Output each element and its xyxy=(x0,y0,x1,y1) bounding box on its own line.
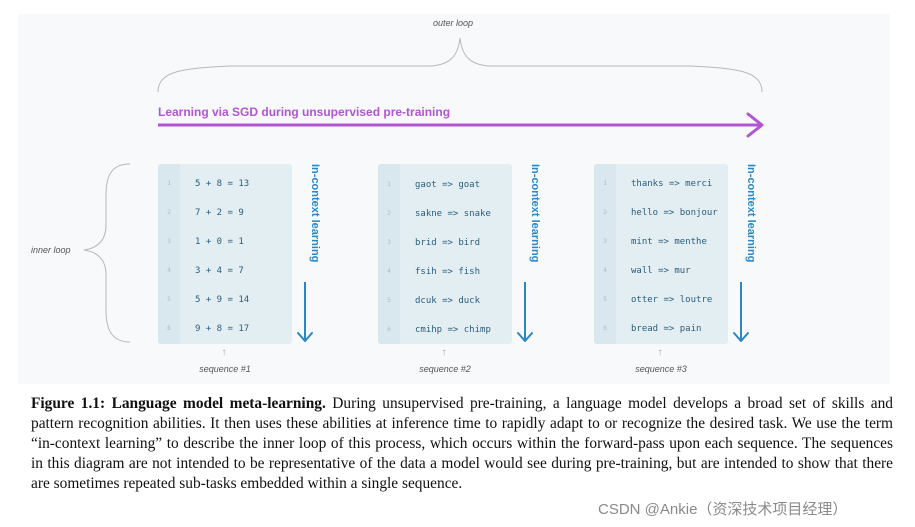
in-context-learning-text: In-context learning xyxy=(529,164,541,263)
sequence-text: fsih => fish xyxy=(415,267,481,277)
sequence-row: 2 hello => bonjour xyxy=(594,205,728,221)
line-number: 5 xyxy=(167,296,171,303)
sequence-row: 5 dcuk => duck xyxy=(378,293,512,309)
sequence-label-2: sequence #2 xyxy=(419,364,471,374)
sequence-text: cmihp => chimp xyxy=(415,325,491,335)
in-context-learning-text: In-context learning xyxy=(309,164,321,263)
line-number: 1 xyxy=(387,181,391,188)
line-number: 2 xyxy=(387,210,391,217)
icl-arrow-head-1 xyxy=(297,332,313,342)
sequence-text: brid => bird xyxy=(415,238,481,248)
sequence-box-3: 1 thanks => merci 2 hello => bonjour 3 mint… xyxy=(594,164,728,344)
sequence-text: 3 + 4 = 7 xyxy=(195,266,244,276)
sgd-arrow-head xyxy=(746,112,764,138)
figure-caption: Figure 1.1: Language model meta-learning… xyxy=(31,394,893,494)
sequence-label-1: sequence #1 xyxy=(199,364,251,374)
sequence-text: hello => bonjour xyxy=(631,208,718,218)
caption-title: Figure 1.1: Language model meta-learning… xyxy=(31,395,326,412)
sequence-text: 1 + 0 = 1 xyxy=(195,237,244,247)
in-context-learning-label-1: In-context learning xyxy=(307,164,321,284)
sequence-text: dcuk => duck xyxy=(415,296,481,306)
sequence-text: sakne => snake xyxy=(415,209,491,219)
line-number-gutter xyxy=(594,164,616,344)
line-number-gutter xyxy=(158,164,180,344)
sequence-text: gaot => goat xyxy=(415,180,481,190)
sequence-text: 5 + 9 = 14 xyxy=(195,295,250,305)
sequence-text: 5 + 8 = 13 xyxy=(195,179,250,189)
watermark: CSDN @Ankie（资深技术项目经理） xyxy=(596,497,850,520)
caption-body: During unsupervised pre-training, a lang… xyxy=(31,395,893,492)
sequence-row: 4 3 + 4 = 7 xyxy=(158,263,292,279)
inner-loop-label: inner loop xyxy=(31,245,71,255)
up-arrow-icon: ↑ xyxy=(441,347,447,358)
in-context-learning-label-2: In-context learning xyxy=(527,164,541,284)
line-number-gutter xyxy=(378,164,400,344)
line-number: 6 xyxy=(603,325,607,332)
outer-loop-brace xyxy=(157,37,763,93)
line-number: 1 xyxy=(167,180,171,187)
sequence-row: 5 5 + 9 = 14 xyxy=(158,292,292,308)
sgd-label: Learning via SGD during unsupervised pre… xyxy=(158,105,451,119)
line-number: 4 xyxy=(603,267,607,274)
line-number: 2 xyxy=(167,209,171,216)
sequence-row: 1 thanks => merci xyxy=(594,176,728,192)
icl-arrow-head-2 xyxy=(517,332,533,342)
line-number: 3 xyxy=(167,238,171,245)
line-number: 3 xyxy=(387,239,391,246)
line-number: 6 xyxy=(167,325,171,332)
line-number: 1 xyxy=(603,180,607,187)
line-number: 5 xyxy=(603,296,607,303)
sequence-box-2: 1 gaot => goat 2 sakne => snake 3 brid => b… xyxy=(378,164,512,344)
line-number: 2 xyxy=(603,209,607,216)
sequence-row: 5 otter => loutre xyxy=(594,292,728,308)
sequence-row: 3 1 + 0 = 1 xyxy=(158,234,292,250)
sequence-row: 2 7 + 2 = 9 xyxy=(158,205,292,221)
in-context-learning-text: In-context learning xyxy=(745,164,757,263)
sequence-text: 7 + 2 = 9 xyxy=(195,208,244,218)
sequence-row: 6 9 + 8 = 17 xyxy=(158,321,292,337)
sequence-row: 2 sakne => snake xyxy=(378,206,512,222)
sequence-label-3: sequence #3 xyxy=(635,364,687,374)
sequence-row: 6 bread => pain xyxy=(594,321,728,337)
sequence-text: 9 + 8 = 17 xyxy=(195,324,250,334)
sequence-row: 4 wall => mur xyxy=(594,263,728,279)
line-number: 4 xyxy=(167,267,171,274)
icl-arrow-head-3 xyxy=(733,332,749,342)
sequence-text: otter => loutre xyxy=(631,295,713,305)
sequence-box-1: 1 5 + 8 = 13 2 7 + 2 = 9 3 1 + 0 = 1 4 3 + 4… xyxy=(158,164,292,344)
inner-loop-brace xyxy=(83,163,131,343)
line-number: 3 xyxy=(603,238,607,245)
line-number: 6 xyxy=(387,326,391,333)
line-number: 4 xyxy=(387,268,391,275)
sequence-row: 1 gaot => goat xyxy=(378,177,512,193)
outer-loop-label: outer loop xyxy=(433,18,474,28)
sequence-text: mint => menthe xyxy=(631,237,707,247)
sequence-row: 1 5 + 8 = 13 xyxy=(158,176,292,192)
sequence-row: 4 fsih => fish xyxy=(378,264,512,280)
sequence-text: thanks => merci xyxy=(631,179,713,189)
up-arrow-icon: ↑ xyxy=(221,347,227,358)
sequence-row: 3 mint => menthe xyxy=(594,234,728,250)
sequence-row: 6 cmihp => chimp xyxy=(378,322,512,338)
in-context-learning-label-3: In-context learning xyxy=(743,164,757,284)
sequence-row: 3 brid => bird xyxy=(378,235,512,251)
sequence-text: bread => pain xyxy=(631,324,702,334)
up-arrow-icon: ↑ xyxy=(657,347,663,358)
sequence-text: wall => mur xyxy=(631,266,691,276)
line-number: 5 xyxy=(387,297,391,304)
